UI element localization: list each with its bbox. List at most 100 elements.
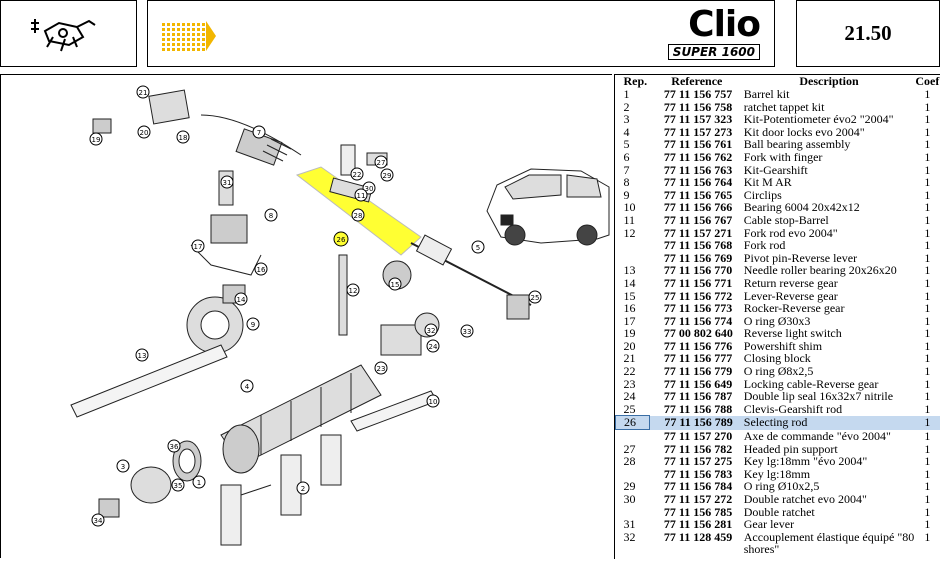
banner-subtitle: SUPER 1600: [668, 44, 760, 60]
svg-text:21: 21: [139, 89, 148, 97]
svg-text:27: 27: [377, 159, 386, 167]
header-banner: Clio SUPER 1600: [147, 0, 775, 67]
callout-33[interactable]: 33: [461, 325, 473, 337]
callout-26[interactable]: 26: [334, 232, 348, 246]
description-cell: Axe de commande "évo 2004": [744, 430, 915, 443]
description-cell: Return reverse gear: [744, 277, 915, 290]
reference-cell: 77 11 156 767: [650, 214, 744, 227]
rep-cell: 12: [616, 227, 650, 240]
svg-text:28: 28: [354, 212, 363, 220]
svg-text:15: 15: [391, 281, 400, 289]
callout-11[interactable]: 11: [355, 189, 367, 201]
svg-text:29: 29: [383, 172, 392, 180]
description-cell: O ring Ø8x2,5: [744, 365, 915, 378]
callout-10[interactable]: 10: [427, 395, 439, 407]
callout-36[interactable]: 36: [168, 440, 180, 452]
svg-text:9: 9: [251, 321, 255, 329]
description-cell: Rocker-Reverse gear: [744, 302, 915, 315]
callout-18[interactable]: 18: [177, 131, 189, 143]
svg-text:26: 26: [337, 236, 346, 244]
callout-22[interactable]: 22: [351, 168, 363, 180]
callout-14[interactable]: 14: [235, 293, 247, 305]
callout-15[interactable]: 15: [389, 278, 401, 290]
callout-7[interactable]: 7: [253, 126, 265, 138]
description-cell: Barrel kit: [744, 88, 915, 101]
callout-1[interactable]: 1: [193, 476, 205, 488]
svg-text:11: 11: [357, 192, 366, 200]
coef-cell: 1: [914, 327, 940, 340]
page-number: 21.50: [796, 0, 940, 67]
gearshift-mechanism-icon: [1, 1, 138, 68]
callout-4[interactable]: 4: [241, 380, 253, 392]
reference-cell: [650, 543, 744, 556]
callout-13[interactable]: 13: [136, 349, 148, 361]
description-cell: Reverse light switch: [744, 327, 915, 340]
coef-cell: 1: [914, 88, 940, 101]
callout-28[interactable]: 28: [352, 209, 364, 221]
rep-cell: 22: [616, 365, 650, 378]
table-row[interactable]: shores": [616, 543, 940, 556]
rep-cell: 26: [616, 416, 650, 430]
callout-5[interactable]: 5: [472, 241, 484, 253]
callout-24[interactable]: 24: [427, 340, 439, 352]
coef-cell: 1: [914, 403, 940, 416]
callout-20[interactable]: 20: [138, 126, 150, 138]
callout-12[interactable]: 12: [347, 284, 359, 296]
callout-17[interactable]: 17: [192, 240, 204, 252]
callout-3[interactable]: 3: [117, 460, 129, 472]
svg-text:35: 35: [174, 482, 183, 490]
callout-9[interactable]: 9: [247, 318, 259, 330]
callout-19[interactable]: 19: [90, 133, 102, 145]
reference-cell: 77 11 156 773: [650, 302, 744, 315]
callout-35[interactable]: 35: [172, 479, 184, 491]
callout-25[interactable]: 25: [529, 291, 541, 303]
callout-8[interactable]: 8: [265, 209, 277, 221]
svg-text:7: 7: [257, 129, 261, 137]
reference-cell: 77 11 157 272: [650, 493, 744, 506]
callout-16[interactable]: 16: [255, 263, 267, 275]
reference-cell: 77 11 156 787: [650, 390, 744, 403]
callout-32[interactable]: 32: [425, 324, 437, 336]
description-cell: Double ratchet evo 2004": [744, 493, 915, 506]
description-cell: Double lip seal 16x32x7 nitrile: [744, 390, 915, 403]
callout-31[interactable]: 31: [221, 176, 233, 188]
callout-2[interactable]: 2: [297, 482, 309, 494]
reference-cell: 77 11 157 323: [650, 113, 744, 126]
svg-text:19: 19: [92, 136, 101, 144]
callout-34[interactable]: 34: [92, 514, 104, 526]
reference-cell: 77 11 156 768: [650, 239, 744, 252]
callout-23[interactable]: 23: [375, 362, 387, 374]
callout-27[interactable]: 27: [375, 156, 387, 168]
svg-text:5: 5: [476, 244, 480, 252]
rep-cell: 31: [616, 518, 650, 531]
coef-cell: 1: [914, 416, 940, 430]
brand-arrow: [206, 21, 216, 51]
svg-text:4: 4: [245, 383, 250, 391]
svg-text:32: 32: [427, 327, 436, 335]
rep-cell: [616, 239, 650, 252]
callout-21[interactable]: 21: [137, 86, 149, 98]
coef-cell: 1: [914, 176, 940, 189]
rep-cell: 14: [616, 277, 650, 290]
callout-29[interactable]: 29: [381, 169, 393, 181]
svg-text:20: 20: [140, 129, 149, 137]
description-cell: shores": [744, 543, 915, 556]
header-icon-box: [0, 0, 137, 67]
